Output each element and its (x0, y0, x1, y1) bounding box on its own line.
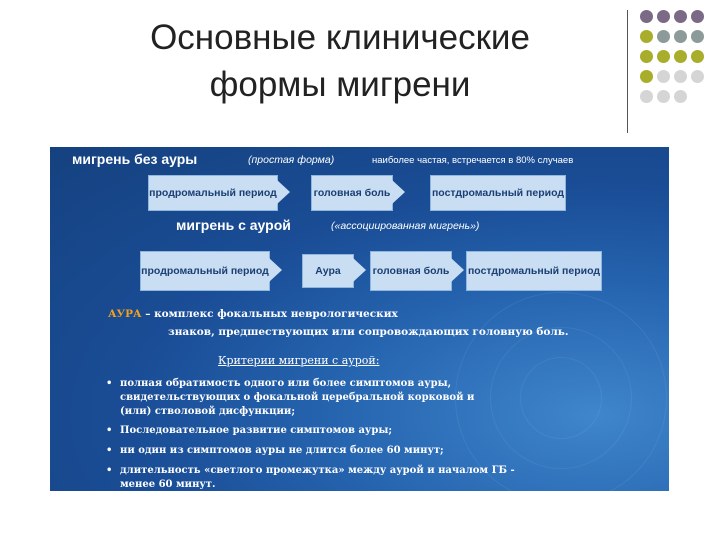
slide-title: Основные клинические формы мигрени (60, 14, 620, 108)
s2-postdromal-box: постдромальный период (466, 251, 602, 291)
bullet-icon: • (106, 378, 113, 389)
s2-aura-box: Аура (302, 254, 354, 288)
ripple-ring (455, 292, 667, 491)
decorative-dot (640, 90, 653, 103)
criteria-text: ни один из симптомов ауры не длится боле… (120, 445, 444, 456)
decorative-dot (674, 30, 687, 43)
divider-line (627, 10, 628, 133)
section1-subtitle: (простая форма) (248, 154, 335, 166)
migraine-diagram-panel: мигрень без ауры (простая форма) наиболе… (50, 147, 669, 491)
decorative-dot (674, 90, 687, 103)
arrow-icon (451, 258, 464, 282)
decorative-dot (640, 70, 653, 83)
decorative-dot (640, 50, 653, 63)
decorative-dot-grid (640, 10, 720, 122)
bullet-icon: • (106, 425, 113, 436)
bullet-icon: • (106, 445, 113, 456)
criteria-text: полная обратимость одного или более симп… (120, 378, 475, 417)
decorative-dot (674, 10, 687, 23)
section2-heading: мигрень с аурой (176, 217, 291, 233)
decorative-dot (691, 30, 704, 43)
decorative-dot (657, 70, 670, 83)
criteria-item: • ни один из симптомов ауры не длится бо… (106, 444, 626, 458)
decorative-dot (674, 70, 687, 83)
bullet-icon: • (106, 465, 113, 476)
arrow-icon (277, 180, 290, 204)
aura-definition-line2: знаков, предшествующих или сопровождающи… (168, 326, 569, 338)
s1-prodromal-box: продромальный период (148, 175, 278, 211)
decorative-dot (657, 50, 670, 63)
criteria-item: • Последовательное развитие симптомов ау… (106, 424, 626, 438)
aura-definition-text: – комплекс фокальных неврологических (145, 308, 398, 320)
arrow-icon (353, 258, 366, 282)
criteria-title: Критерии мигрени с аурой: (218, 354, 380, 367)
section2-subtitle: («ассоциированная мигрень») (331, 220, 480, 232)
decorative-dot (640, 30, 653, 43)
decorative-dot (657, 30, 670, 43)
arrow-icon (269, 258, 282, 282)
s2-headache-box: головная боль (370, 251, 452, 291)
aura-definition-line1: АУРА – комплекс фокальных неврологически… (108, 308, 398, 320)
s1-postdromal-box: постдромальный период (430, 175, 566, 211)
criteria-item: • длительность «светлого промежутка» меж… (106, 464, 526, 491)
decorative-dot (674, 50, 687, 63)
slide-title-line1: Основные клинические (150, 18, 530, 57)
criteria-item: • полная обратимость одного или более си… (106, 377, 501, 419)
criteria-text: длительность «светлого промежутка» между… (120, 465, 515, 490)
section1-heading: мигрень без ауры (72, 151, 198, 167)
decorative-dot (691, 50, 704, 63)
s1-headache-box: головная боль (311, 175, 393, 211)
criteria-text: Последовательное развитие симптомов ауры… (120, 425, 393, 436)
s2-prodromal-box: продромальный период (140, 251, 270, 291)
section1-note: наиболее частая, встречается в 80% случа… (372, 155, 574, 166)
decorative-dot (657, 10, 670, 23)
decorative-dot (691, 10, 704, 23)
slide-title-line2: формы мигрени (209, 65, 471, 104)
arrow-icon (392, 180, 405, 204)
decorative-dot (691, 70, 704, 83)
aura-label: АУРА (108, 308, 142, 320)
decorative-dot (640, 10, 653, 23)
decorative-dot (657, 90, 670, 103)
